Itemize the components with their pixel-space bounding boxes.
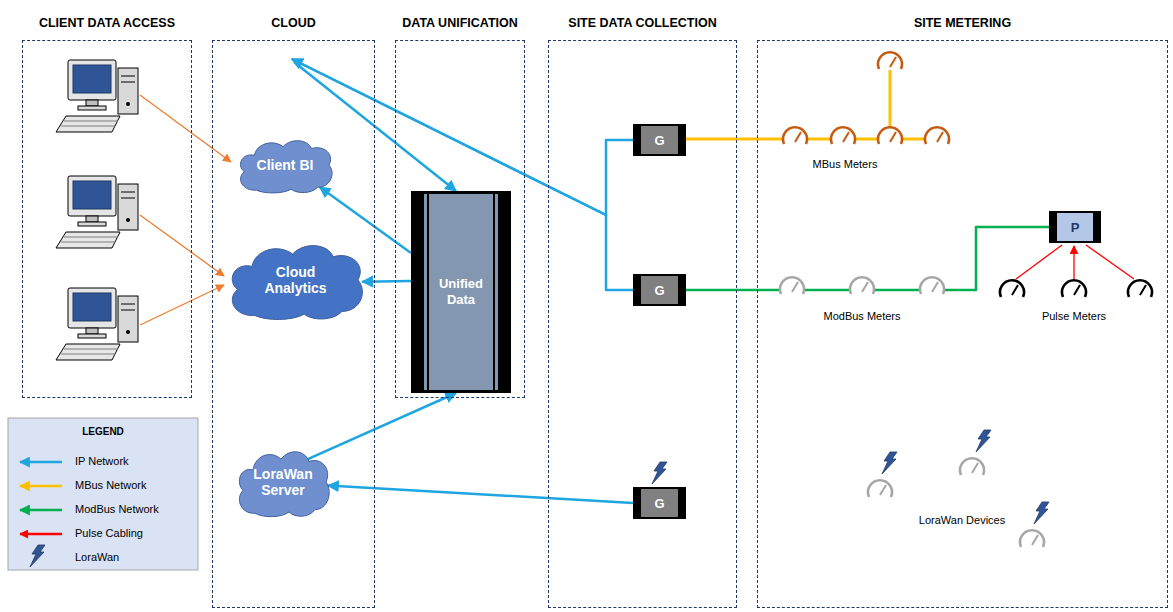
legend-title: LEGEND (82, 426, 124, 437)
node-label: P (1071, 220, 1080, 235)
legend-sample (20, 509, 62, 512)
meter-icon (780, 277, 804, 294)
region-heading: SITE METERING (728, 16, 1173, 30)
lorawan-bolt (882, 452, 897, 474)
cloud-shape (240, 141, 332, 193)
cloud-shape (239, 452, 329, 517)
legend-panel (8, 418, 198, 570)
lorawan-bolt (652, 462, 667, 484)
client-access-arrows (140, 95, 231, 325)
group-label: ModBus Meters (823, 310, 900, 322)
region-panel: SITE DATA COLLECTIONGGG (548, 40, 737, 608)
meter-icon (960, 458, 984, 475)
node-label: LoraWan Server (253, 466, 313, 498)
legend-text: ModBus Network (75, 503, 159, 515)
node-label: Unified Data (430, 276, 492, 307)
meter-icon (1128, 280, 1152, 297)
mbus-meters (783, 52, 949, 144)
pulse-cabling (1016, 245, 1134, 279)
legend-text: Pulse Cabling (75, 527, 143, 539)
connector (328, 486, 633, 503)
connector (305, 393, 456, 460)
node-label: G (654, 283, 664, 298)
group-label: LoraWan Devices (919, 514, 1005, 526)
computer-icon (56, 60, 138, 132)
data-store: Unified Data (411, 191, 511, 393)
pulse-wire (1016, 245, 1062, 279)
meter-icon (783, 127, 807, 144)
connector (362, 280, 411, 283)
group-label: Pulse Meters (1042, 310, 1106, 322)
legend-text: MBus Network (75, 479, 147, 491)
modbus-meters (780, 277, 944, 294)
legend-sample (20, 461, 62, 464)
region-heading: CLOUD (183, 16, 404, 30)
gateway-box: G (633, 487, 686, 519)
legend-text: IP Network (75, 455, 129, 467)
computer-icon (56, 176, 138, 248)
cloud-service: LoraWan Server (233, 446, 333, 518)
region-heading: CLIENT DATA ACCESS (0, 16, 221, 30)
meter-icon (1000, 280, 1024, 297)
mbus-wire (889, 70, 892, 132)
node-label: G (654, 133, 664, 148)
legend-sample (30, 545, 45, 567)
meter-icon (878, 52, 902, 69)
legend-sample (20, 485, 62, 488)
node-label: G (654, 496, 664, 511)
legend-sample (20, 533, 62, 536)
meter-icon (920, 277, 944, 294)
lorawan-bolt (976, 430, 991, 452)
meter-icon (831, 127, 855, 144)
node-label: Cloud Analytics (252, 264, 339, 296)
computer-icon (56, 288, 138, 360)
computer-icons (56, 60, 138, 360)
gateway-box: G (633, 274, 686, 306)
cloud-service: Cloud Analytics (223, 239, 368, 321)
cloud-shape (232, 246, 362, 320)
node-label: Client BI (257, 157, 314, 173)
region-panel: CLIENT DATA ACCESS (22, 40, 192, 398)
lorawan-bolt (1034, 502, 1049, 524)
region-heading: DATA UNIFICATION (366, 16, 554, 30)
gateway-box: G (633, 124, 686, 156)
access-arrow (140, 95, 231, 162)
cloud-service: Client BI (234, 136, 336, 194)
meter-icon (878, 127, 902, 144)
pulse-concentrator: P (1049, 211, 1101, 243)
region-heading: SITE DATA COLLECTION (519, 16, 766, 30)
meter-icon (925, 127, 949, 144)
meter-icon (1062, 280, 1086, 297)
meter-icon (868, 480, 892, 497)
meter-icon (1020, 530, 1044, 547)
lorawan-devices (652, 430, 1049, 547)
legend-text: LoraWan (75, 551, 119, 563)
connector (320, 187, 411, 253)
legend-box (8, 418, 198, 570)
region-panel: CLOUDClient BICloud AnalyticsLoraWan Ser… (212, 40, 375, 608)
region-panel: DATA UNIFICATIONUnified Data (395, 40, 525, 398)
pulse-wire (1086, 245, 1134, 279)
meter-icon (850, 277, 874, 294)
pulse-meters (1000, 280, 1152, 297)
group-label: MBus Meters (813, 158, 878, 170)
pulse-wire (1073, 246, 1074, 279)
